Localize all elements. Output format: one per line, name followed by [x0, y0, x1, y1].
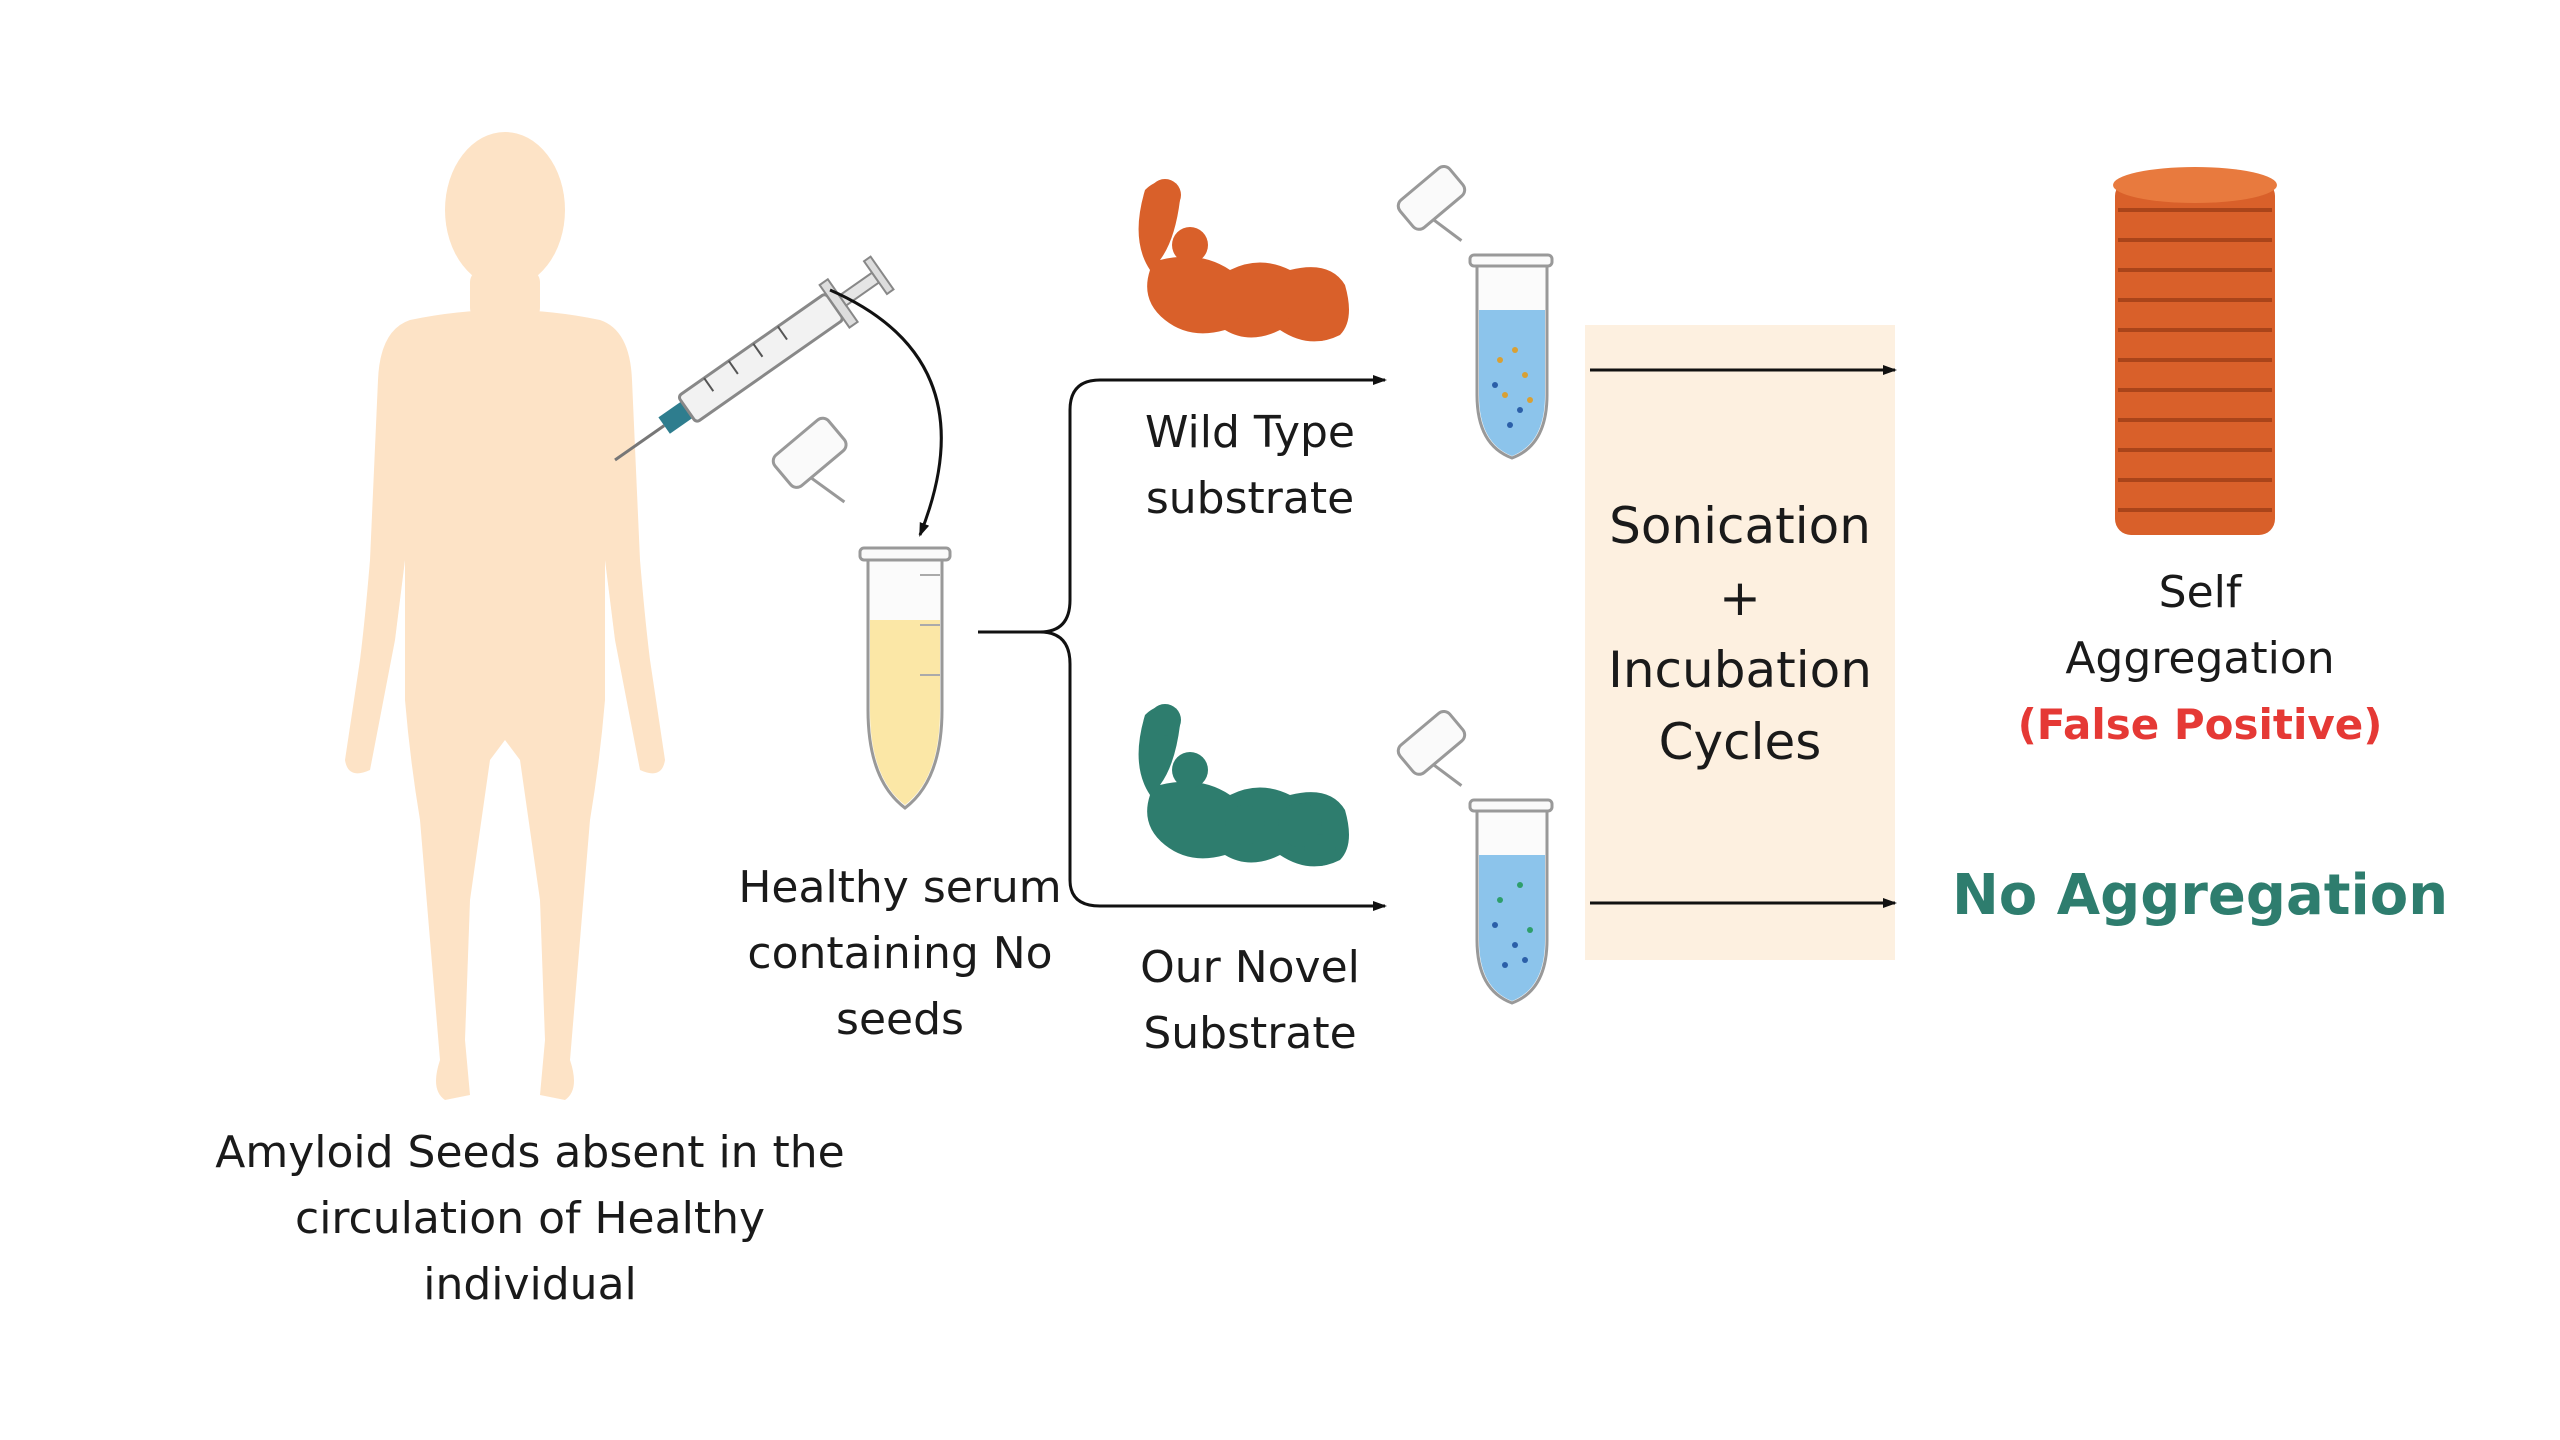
self-aggregation-label: Self Aggregation — [2010, 560, 2390, 692]
process-line: + — [1719, 569, 1761, 627]
process-box — [1585, 325, 1895, 960]
wild-type-tube-icon — [1396, 164, 1554, 460]
process-label: Sonication + Incubation Cycles — [1585, 490, 1895, 778]
serum-caption-line: Healthy serum — [738, 862, 1062, 913]
wild-type-protein-icon — [1138, 179, 1349, 342]
false-positive-text: (False Positive) — [2017, 700, 2383, 749]
false-positive-label: (False Positive) — [1990, 695, 2410, 755]
person-caption-line: circulation of Healthy — [295, 1193, 765, 1244]
self-aggregation-line: Aggregation — [2065, 633, 2335, 684]
self-aggregation-line: Self — [2158, 567, 2242, 618]
no-aggregation-label: No Aggregation — [1940, 860, 2460, 932]
serum-caption-line: seeds — [836, 994, 964, 1045]
person-caption-line: individual — [423, 1259, 637, 1310]
split-bracket — [978, 375, 1387, 911]
process-line: Sonication — [1609, 497, 1871, 555]
human-silhouette-icon — [345, 132, 665, 1100]
person-caption-line: Amyloid Seeds absent in the — [215, 1127, 845, 1178]
wild-type-caption-line: Wild Type — [1145, 407, 1355, 458]
serum-tube-icon — [771, 416, 952, 810]
injection-arrow — [829, 288, 943, 537]
novel-tube-icon — [1396, 709, 1554, 1005]
novel-caption-line: Our Novel — [1140, 942, 1360, 993]
wild-type-caption-line: substrate — [1145, 473, 1355, 524]
wild-type-caption: Wild Type substrate — [1110, 400, 1390, 532]
serum-caption-line: containing No — [747, 928, 1053, 979]
process-line: Incubation — [1608, 641, 1872, 699]
no-aggregation-text: No Aggregation — [1951, 863, 2449, 928]
person-caption: Amyloid Seeds absent in the circulation … — [180, 1120, 880, 1318]
novel-protein-icon — [1138, 704, 1349, 867]
process-line: Cycles — [1658, 713, 1822, 771]
serum-caption: Healthy serum containing No seeds — [700, 855, 1100, 1053]
novel-caption: Our Novel Substrate — [1110, 935, 1390, 1067]
novel-caption-line: Substrate — [1143, 1008, 1357, 1059]
syringe-icon — [614, 255, 895, 462]
fibril-stack-icon — [2113, 167, 2277, 535]
